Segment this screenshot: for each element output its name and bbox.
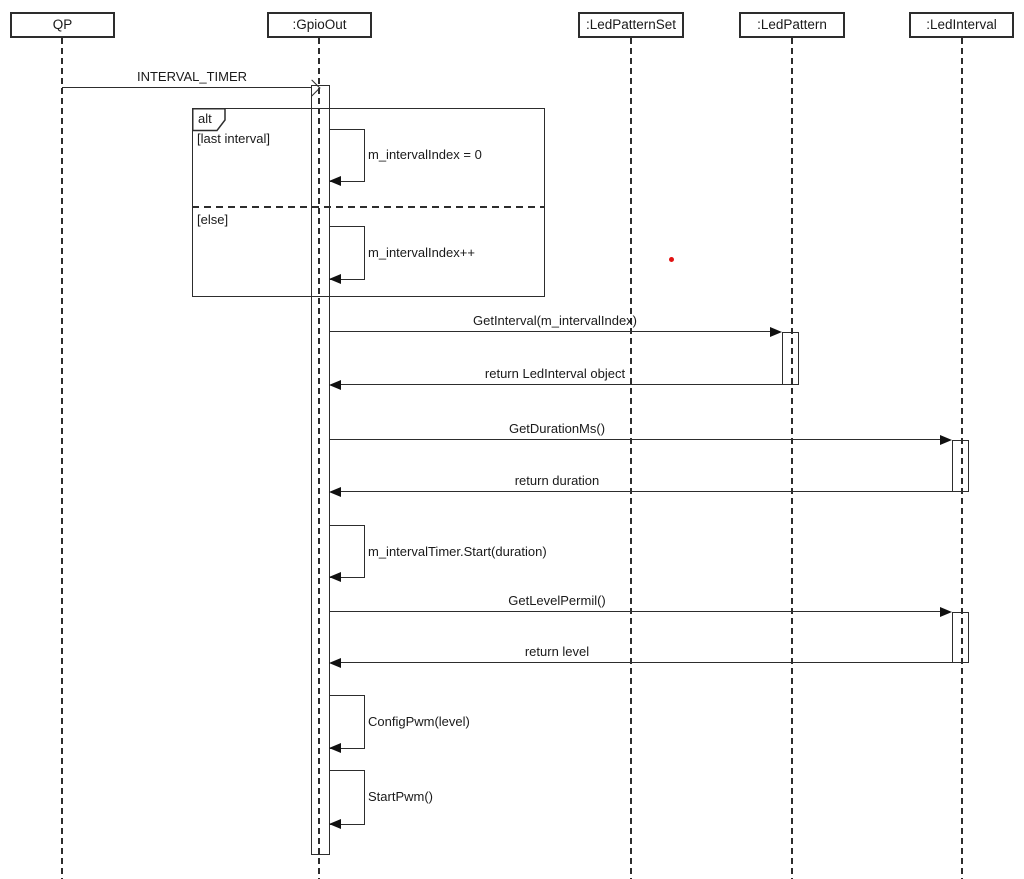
alt-operator-pentagon xyxy=(192,108,226,132)
message-return-interval-label: return LedInterval object xyxy=(484,366,626,381)
self-message-increment-index-loop xyxy=(329,226,365,280)
lifeline-head-ledinterval: :LedInterval xyxy=(909,12,1014,38)
self-message-config-pwm-label: ConfigPwm(level) xyxy=(368,714,470,729)
arrowhead-icon xyxy=(329,658,341,668)
arrowhead-icon xyxy=(329,274,341,284)
arrowhead-icon xyxy=(329,819,341,829)
message-return-level-label: return level xyxy=(524,644,590,659)
self-message-start-timer-label: m_intervalTimer.Start(duration) xyxy=(368,544,547,559)
alt-operator-label: alt xyxy=(198,111,212,126)
arrowhead-icon xyxy=(770,327,782,337)
arrowhead-icon xyxy=(329,743,341,753)
alt-fragment xyxy=(192,108,545,297)
message-return-duration-label: return duration xyxy=(514,473,600,488)
message-get-duration-line xyxy=(329,439,940,440)
lifeline-head-qp: QP xyxy=(10,12,115,38)
arrowhead-icon xyxy=(329,572,341,582)
red-dot xyxy=(669,257,674,262)
message-get-interval-line xyxy=(329,331,770,332)
self-message-start-pwm-loop xyxy=(329,770,365,825)
arrowhead-icon xyxy=(329,487,341,497)
self-message-start-timer-loop xyxy=(329,525,365,578)
arrowhead-icon xyxy=(329,380,341,390)
lifeline-gpioout xyxy=(318,38,320,879)
message-return-level-line xyxy=(341,662,952,663)
self-message-reset-index-label: m_intervalIndex = 0 xyxy=(368,147,482,162)
self-message-reset-index-loop xyxy=(329,129,365,182)
lifeline-qp xyxy=(61,38,63,879)
activation-ledinterval-2 xyxy=(952,612,969,663)
arrowhead-icon xyxy=(940,435,952,445)
activation-gpioout xyxy=(311,85,330,855)
lifeline-head-ledpatternset: :LedPatternSet xyxy=(578,12,684,38)
lifeline-ledpattern xyxy=(791,38,793,879)
lifeline-ledpatternset xyxy=(630,38,632,879)
lifeline-ledinterval xyxy=(961,38,963,879)
alt-guard-last-interval: [last interval] xyxy=(197,131,270,146)
self-message-config-pwm-loop xyxy=(329,695,365,749)
activation-ledinterval-1 xyxy=(952,440,969,492)
lifeline-head-gpioout: :GpioOut xyxy=(267,12,372,38)
lifeline-head-ledpattern: :LedPattern xyxy=(739,12,845,38)
self-message-increment-index-label: m_intervalIndex++ xyxy=(368,245,475,260)
arrowhead-icon xyxy=(329,176,341,186)
message-interval-timer-line xyxy=(62,87,312,88)
message-get-level-line xyxy=(329,611,940,612)
message-interval-timer-label: INTERVAL_TIMER xyxy=(136,69,248,84)
alt-guard-else: [else] xyxy=(197,212,229,227)
self-message-start-pwm-label: StartPwm() xyxy=(368,789,433,804)
message-return-interval-line xyxy=(341,384,782,385)
arrowhead-icon xyxy=(940,607,952,617)
message-return-duration-line xyxy=(341,491,952,492)
message-get-interval-label: GetInterval(m_intervalIndex) xyxy=(472,313,638,328)
message-get-level-label: GetLevelPermil() xyxy=(508,593,606,608)
activation-ledpattern xyxy=(782,332,799,385)
alt-divider xyxy=(192,206,545,208)
message-get-duration-label: GetDurationMs() xyxy=(508,421,606,436)
